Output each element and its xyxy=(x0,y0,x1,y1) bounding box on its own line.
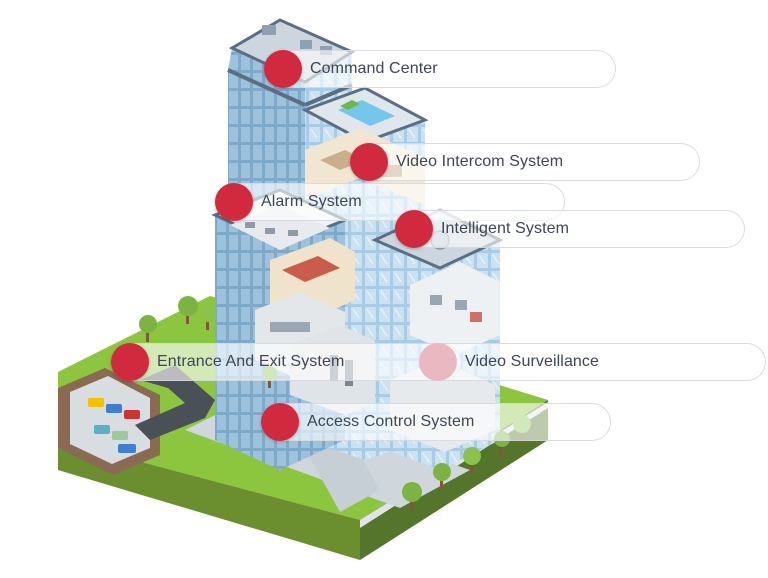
car-icon xyxy=(94,425,110,434)
marker-dot xyxy=(264,50,302,88)
marker-dot xyxy=(419,343,457,381)
car-icon xyxy=(88,398,104,407)
hotspot-video-surveillance[interactable]: Video Surveillance xyxy=(419,343,766,381)
tree-icon xyxy=(139,315,157,342)
car-icon xyxy=(112,431,128,440)
hotspot-access-control-system[interactable]: Access Control System xyxy=(261,403,611,441)
car-icon xyxy=(118,444,136,453)
hotspot-label: Entrance And Exit System xyxy=(157,353,345,370)
hotspot-pill xyxy=(261,403,611,441)
hotspot-intelligent-system[interactable]: Intelligent System xyxy=(395,210,745,248)
hotspot-pill xyxy=(111,343,461,381)
hotspot-command-center[interactable]: Command Center xyxy=(264,50,616,88)
hotspot-pill xyxy=(350,143,700,181)
hotspot-pill xyxy=(395,210,745,248)
hotspot-label: Alarm System xyxy=(261,193,362,210)
hotspot-label: Access Control System xyxy=(307,413,475,430)
hotspot-label: Video Surveillance xyxy=(465,353,600,370)
hotspot-label: Video Intercom System xyxy=(396,153,564,170)
marker-dot xyxy=(215,183,253,221)
tree-icon xyxy=(433,463,451,490)
marker-dot xyxy=(111,343,149,381)
tree-icon xyxy=(178,296,198,324)
car-icon xyxy=(106,404,122,413)
tree-icon xyxy=(200,306,216,330)
tree-icon xyxy=(463,447,481,474)
hotspot-entrance-and-exit-system[interactable]: Entrance And Exit System xyxy=(111,343,461,381)
hotspot-alarm-system[interactable]: Alarm System xyxy=(215,183,565,221)
marker-dot xyxy=(395,210,433,248)
marker-dot xyxy=(261,403,299,441)
hotspot-label: Intelligent System xyxy=(441,220,570,237)
parking-garage xyxy=(58,365,215,475)
hotspot-label: Command Center xyxy=(310,60,438,77)
hotspot-video-intercom-system[interactable]: Video Intercom System xyxy=(350,143,700,181)
hotspot-pill xyxy=(419,343,766,381)
car-icon xyxy=(124,410,140,419)
tree-icon xyxy=(402,482,422,510)
marker-dot xyxy=(350,143,388,181)
hotspot-pill xyxy=(264,50,616,88)
